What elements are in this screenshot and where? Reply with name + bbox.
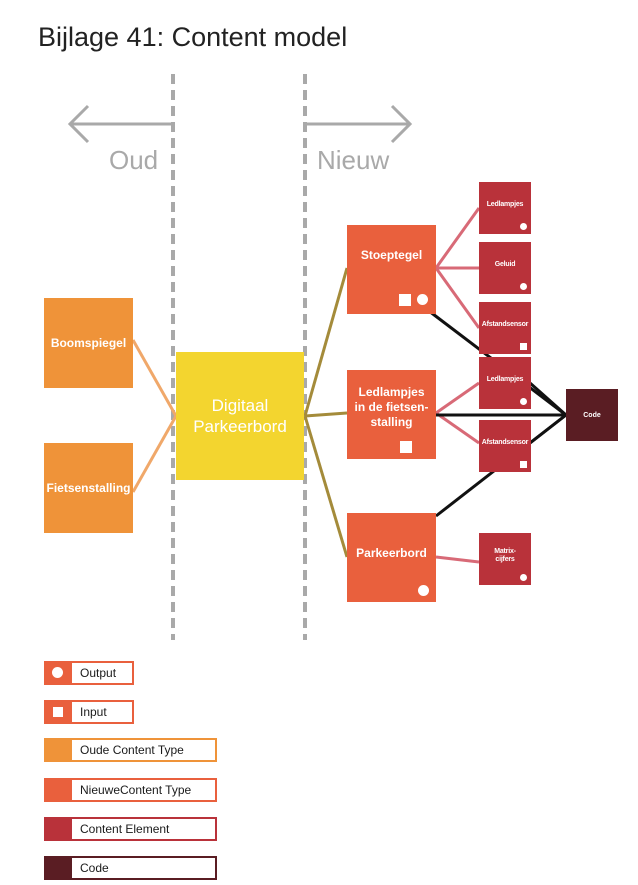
input-icon [399,294,411,306]
legend-swatch [44,700,72,724]
element-matrix-cijfers: Matrix-cijfers [479,533,531,585]
code-block: Code [566,389,618,441]
legend-label: Output [72,661,134,685]
new-type-label: Parkeerbord [356,546,427,560]
central-label: Digitaal Parkeerbord [193,396,287,436]
legend-swatch [44,856,72,880]
new-type-ledlampjes-fietsenstalling: Ledlampjes in de fietsen-stalling [347,370,436,459]
input-icon [520,461,527,468]
element-label: Geluid [494,261,516,268]
right-arrow-icon [306,104,413,144]
page-title: Bijlage 41: Content model [38,22,348,52]
link-central-parkeerbord [303,415,349,558]
legend-swatch [44,778,72,802]
link-central-ledlampjes-fietsenstalling [304,411,348,418]
output-icon [520,223,527,230]
output-icon [520,398,527,405]
link-fietsenstalling-central [131,415,178,493]
new-type-stoeptegel: Stoeptegel [347,225,436,314]
output-icon [52,667,63,678]
legend-old-content-type: Oude Content Type [44,738,217,762]
output-icon [520,574,527,581]
element-ledlampjes: Ledlampjes [479,357,531,409]
element-afstandsensor: Afstandsensor [479,420,531,472]
element-label: Afstandsensor [481,321,529,328]
link-ledlampjes-code [529,381,567,417]
legend-label: Code [72,856,217,880]
input-icon [400,441,412,453]
output-icon [418,585,429,596]
link-parkeerbord-matrix [435,555,480,564]
legend-new-content-type: NieuweContent Type [44,778,217,802]
element-afstandsensor: Afstandsensor [479,302,531,354]
input-icon [53,707,63,717]
element-geluid: Geluid [479,242,531,294]
central-digitaal-parkeerbord: Digitaal Parkeerbord [176,352,304,480]
legend-output: Output [44,661,134,685]
link-ledfiets-ledlampjes [435,381,480,415]
code-label: Code [583,411,601,419]
legend-code: Code [44,856,217,880]
old-type-label: Fietsenstalling [46,481,131,495]
element-ledlampjes: Ledlampjes [479,182,531,234]
legend-swatch [44,817,72,841]
new-type-label: Ledlampjes in de fietsen-stalling [354,385,429,429]
element-label: Matrix-cijfers [494,548,516,563]
legend-input: Input [44,700,134,724]
legend-label: Input [72,700,134,724]
element-label: Ledlampjes [486,201,524,208]
link-stoeptegel-ledlampjes [434,207,481,269]
element-label: Ledlampjes [486,376,524,383]
output-icon [417,294,428,305]
link-central-stoeptegel [303,267,349,417]
new-type-parkeerbord: Parkeerbord [347,513,436,602]
old-type-boomspiegel: Boomspiegel [44,298,133,388]
old-type-label: Boomspiegel [50,336,127,350]
legend-swatch [44,738,72,762]
legend-label: NieuweContent Type [72,778,217,802]
legend-content-element: Content Element [44,817,217,841]
output-icon [520,283,527,290]
element-label: Afstandsensor [481,439,529,446]
link-stoeptegel-afstandsensor [434,267,481,329]
link-boomspiegel-central [131,339,178,417]
label-oud: Oud [109,145,159,175]
link-ledfiets-afstandsensor [435,411,480,445]
left-arrow-icon [67,104,172,144]
new-type-label: Stoeptegel [360,248,423,262]
legend-label: Content Element [72,817,217,841]
old-type-fietsenstalling: Fietsenstalling [44,443,133,533]
input-icon [520,343,527,350]
legend-swatch [44,661,72,685]
legend-label: Oude Content Type [72,738,217,762]
label-nieuw: Nieuw [317,145,390,175]
